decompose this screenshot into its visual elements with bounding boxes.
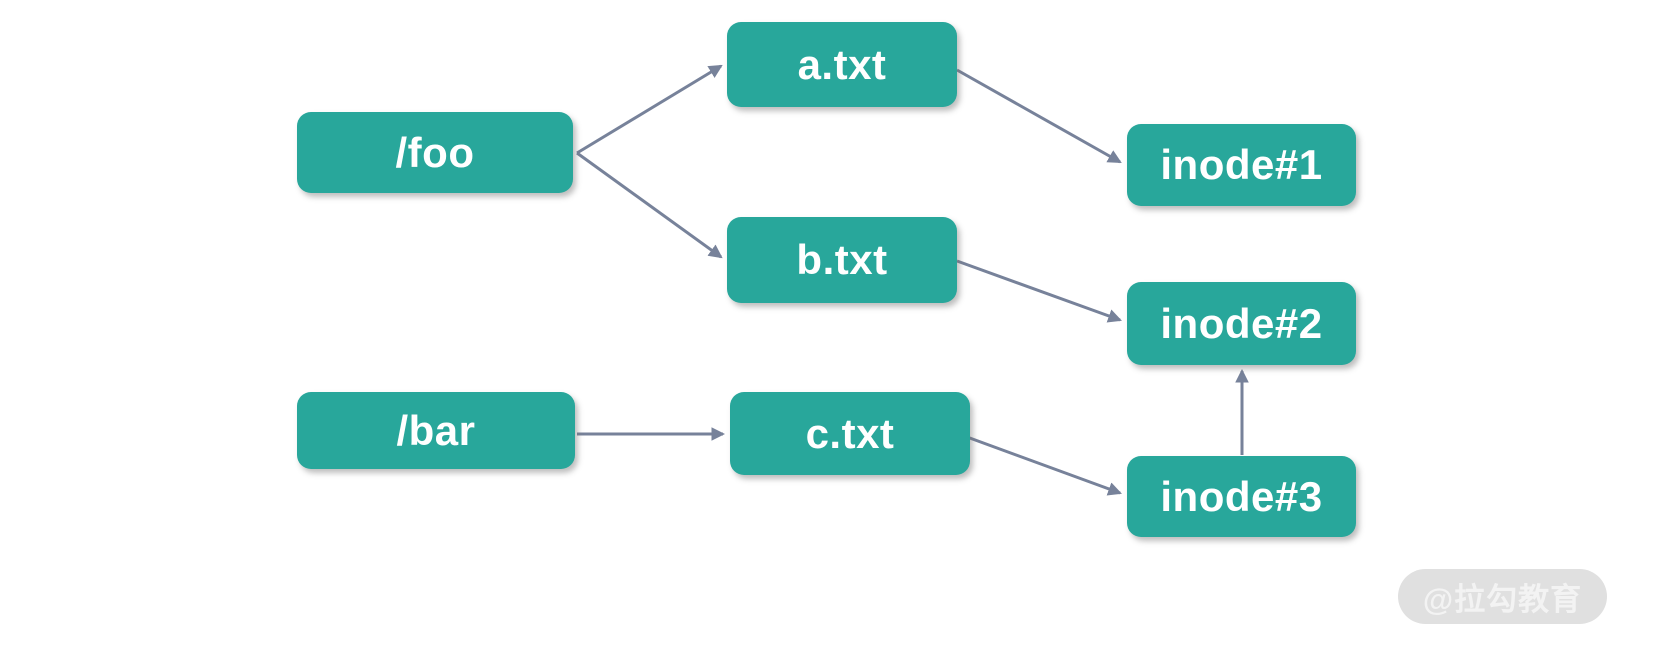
node-inode2: inode#2 (1127, 282, 1356, 365)
edge-foo-to-a (576, 64, 723, 155)
edge-c-to-inode3 (966, 435, 1122, 496)
node-a-txt: a.txt (727, 22, 957, 107)
watermark-label: @拉勾教育 (1422, 582, 1583, 617)
node-inode1-label: inode#1 (1160, 141, 1323, 188)
node-inode3: inode#3 (1127, 456, 1356, 537)
node-bar-label: /bar (396, 406, 476, 454)
node-c-txt-label: c.txt (805, 409, 895, 457)
node-inode2-label: inode#2 (1160, 299, 1323, 347)
node-b-txt: b.txt (727, 217, 957, 303)
node-b-txt-label: b.txt (796, 236, 888, 283)
edge-foo-to-b (576, 151, 723, 259)
node-foo: /foo (297, 112, 573, 193)
edge-a-to-inode1 (956, 68, 1122, 164)
node-inode1: inode#1 (1127, 124, 1356, 206)
node-c-txt: c.txt (730, 392, 970, 475)
edge-b-to-inode2 (956, 259, 1122, 323)
node-inode3-label: inode#3 (1160, 472, 1323, 520)
node-a-txt-label: a.txt (797, 40, 887, 88)
watermark-badge: @拉勾教育 (1398, 569, 1607, 624)
node-foo-label: /foo (395, 128, 475, 176)
node-bar: /bar (297, 392, 575, 469)
